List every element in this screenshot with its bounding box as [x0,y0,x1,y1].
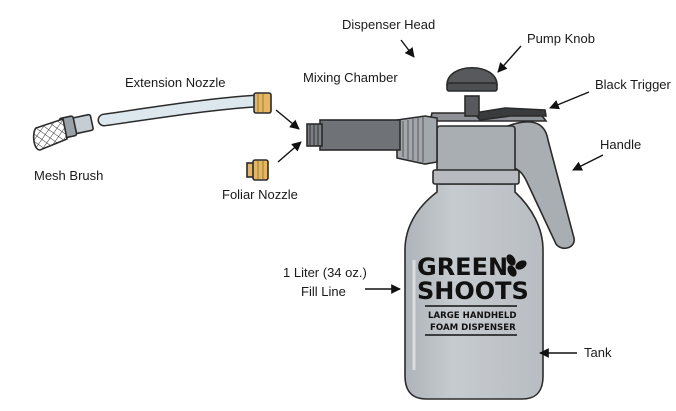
label-tank: Tank [584,345,612,360]
label-dispenser-head: Dispenser Head [342,17,435,32]
label-foliar-nozzle: Foliar Nozzle [222,187,298,202]
brand-subtitle-2: FOAM DISPENSER [430,323,516,333]
arrow-handle [572,154,604,171]
foliar-nozzle-shape [252,159,269,181]
pump-stem [464,95,480,117]
label-fill-line-2: Fill Line [301,284,346,299]
arrow-mixing-bottom [277,141,302,163]
arrow-pump-knob [497,45,522,73]
brand-line-2: SHOOTS [417,277,529,305]
label-black-trigger: Black Trigger [595,77,672,92]
nut-ridges [402,117,424,162]
head-collar-ring [432,169,520,185]
threaded-nut [396,115,438,165]
extension-hose-fill [99,96,261,125]
tip-threads [309,124,319,146]
label-handle: Handle [600,137,641,152]
tank-shape [404,179,544,400]
leaf-icon [506,254,527,277]
label-mesh-brush: Mesh Brush [34,168,103,183]
arrow-black-trigger [549,91,590,110]
label-pump-knob: Pump Knob [527,31,595,46]
arrow-dispenser-head [400,39,415,58]
label-extension-nozzle: Extension Nozzle [125,75,225,90]
mesh-brush-head [32,117,68,151]
arrow-mixing-top [275,109,300,130]
brand-line-1: GREEN [417,253,508,281]
black-trigger-shape [472,107,547,121]
label-mixing-chamber: Mixing Chamber [303,70,398,85]
label-fill-line-1: 1 Liter (34 oz.) [283,265,367,280]
brand-subtitle-1: LARGE HANDHELD [428,311,517,321]
pump-knob-base [446,82,498,92]
mixing-chamber-shape [319,119,401,151]
